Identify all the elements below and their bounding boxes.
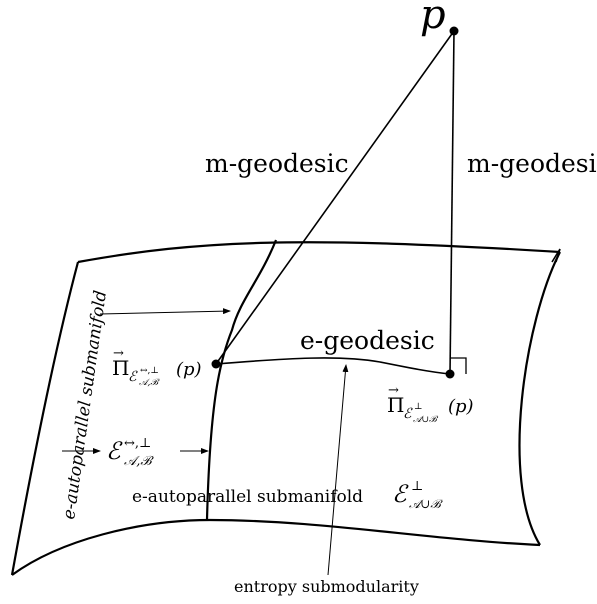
e-geodesic-label: e-geodesic [300,326,435,355]
svg-text:Π: Π [387,393,404,417]
m-geodesic-right-label: m-geodesic [467,149,597,178]
manifold-surface-right-edge [518,251,561,546]
svg-text:(p): (p) [176,359,202,380]
svg-text:→: → [113,346,124,361]
projection-right-dot [445,369,455,379]
point-p-dot [449,26,459,36]
svg-text:𝒜∪ℬ: 𝒜∪ℬ [409,497,443,511]
svg-text:⊥: ⊥ [414,402,422,412]
manifold-corner-hook [551,248,561,263]
m-geodesic-left-label: m-geodesic [205,149,349,178]
m-geodesic-left-line [215,30,455,365]
svg-text:⊥: ⊥ [411,479,423,494]
set-right-label: ℰ ⊥ 𝒜∪ℬ [392,479,443,511]
e-autoparallel-bottom-label: e-autoparallel submanifold [132,487,363,507]
svg-text:↔,⊥: ↔,⊥ [140,366,159,376]
manifold-surface-top-edge [77,241,561,264]
svg-text:ℰ: ℰ [392,480,409,508]
svg-text:→: → [388,383,399,398]
e-autoparallel-boundary-curve [205,239,278,521]
projection-left-label: → Π ℰ ↔,⊥ 𝒜,ℬ (p) [112,346,202,388]
projection-left-dot [211,359,221,369]
manifold-surface-left-edge [10,261,80,576]
svg-text:(p): (p) [448,396,474,417]
svg-text:𝒜∪ℬ: 𝒜∪ℬ [413,415,439,425]
point-p-label: p [420,0,446,38]
manifold-surface-bottom-edge [11,518,541,576]
right-angle-marker [450,357,467,374]
svg-text:ℰ: ℰ [403,406,413,422]
svg-text:ℰ: ℰ [128,369,138,385]
svg-text:↔,⊥: ↔,⊥ [124,436,151,451]
entropy-submodularity-label: entropy submodularity [234,577,419,596]
set-left-label: ℰ ↔,⊥ 𝒜,ℬ [106,436,154,469]
m-geodesic-right-line [449,30,455,375]
svg-text:ℰ: ℰ [106,437,123,465]
arrow-entropy-submodularity [327,364,349,576]
projection-right-label: → Π ℰ ⊥ 𝒜∪ℬ (p) [387,383,474,425]
svg-text:𝒜,ℬ: 𝒜,ℬ [139,378,160,388]
e-autoparallel-vertical-label: e-autoparallel submanifold [59,289,111,521]
arrow-to-submanifold-curve [99,308,231,315]
svg-text:Π: Π [112,356,129,380]
e-geodesic-curve [215,357,451,375]
svg-text:𝒜,ℬ: 𝒜,ℬ [124,454,154,469]
